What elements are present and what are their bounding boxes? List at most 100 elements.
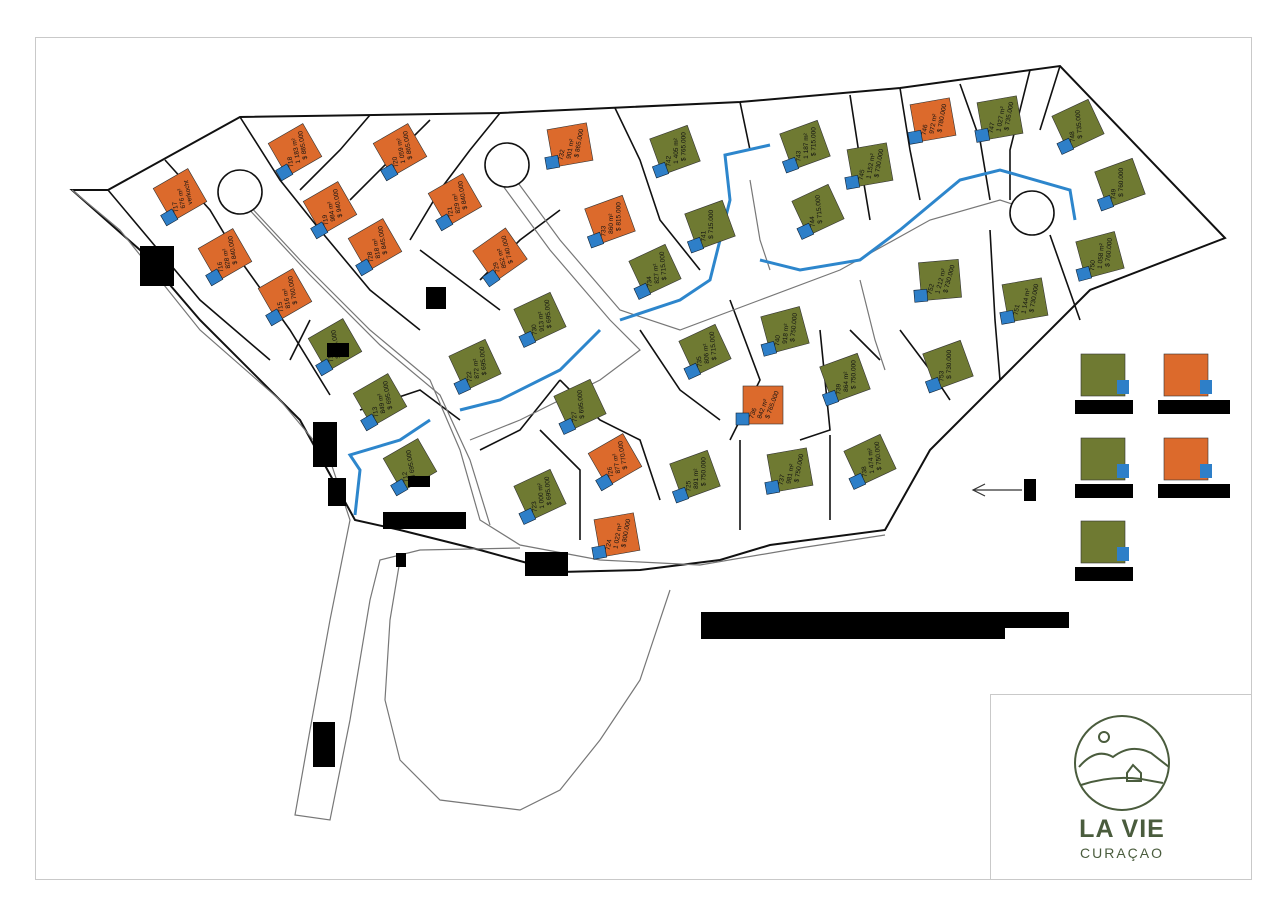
pool-735	[683, 362, 702, 380]
lot-id: 722	[466, 371, 474, 383]
lot-748[interactable]: 748$ 735.000	[1046, 98, 1105, 155]
house-725	[669, 449, 721, 501]
lot-area: 828 m²	[222, 247, 233, 269]
lot-753[interactable]: 753$ 730.000	[916, 339, 974, 394]
pool-727	[558, 417, 577, 435]
house-718	[267, 123, 323, 177]
lot-id: 751	[1013, 304, 1022, 316]
pool-724	[591, 544, 608, 560]
legend-redaction	[1075, 400, 1133, 414]
lot-price: $ 815.000	[615, 202, 622, 231]
pool-728	[355, 258, 374, 277]
cul-de-sac-west	[217, 169, 263, 215]
lot-area: 829 m²	[452, 192, 463, 214]
lot-727[interactable]: 727$ 695.000	[547, 378, 607, 435]
house-717	[152, 168, 208, 222]
pool-729	[482, 269, 501, 288]
arrow-icon	[971, 483, 1022, 497]
legend-redaction	[1075, 484, 1133, 498]
pool-714	[315, 358, 334, 377]
logo-panel: LA VIE CURAÇAO	[990, 694, 1252, 880]
house-728	[347, 218, 403, 272]
house-751	[1001, 277, 1049, 323]
house-734	[628, 243, 682, 297]
pool-718	[275, 163, 294, 182]
lot-id: 715	[276, 301, 285, 313]
lot-area: 891 m²	[693, 468, 700, 489]
lot-price: verkocht	[183, 179, 194, 205]
pool-741	[686, 236, 705, 254]
lot-area: 972 m²	[929, 113, 940, 135]
lot-area: 901 m²	[566, 138, 577, 160]
house-715	[257, 268, 313, 322]
lot-area: 827 m²	[652, 262, 661, 284]
lot-id: 716	[216, 261, 225, 273]
lot-749[interactable]: 749$ 760.000	[1088, 157, 1146, 212]
lot-area: 849 m²	[377, 392, 388, 414]
lot-area: 1 183 m²	[291, 137, 302, 164]
redactions	[140, 246, 1069, 767]
lot-price: $ 845.000	[377, 225, 389, 255]
lot-744[interactable]: 744$ 715.000	[785, 183, 845, 240]
lot-price: $ 760.000	[1104, 237, 1114, 267]
house-746	[909, 97, 957, 143]
lot-area: 816 m²	[282, 287, 293, 309]
pool-752	[913, 288, 929, 303]
pool-732	[544, 154, 561, 170]
lot-area: 860 m²	[608, 213, 615, 234]
lot-price: $ 715.000	[815, 194, 825, 224]
pool-743	[781, 156, 800, 174]
lot-price: $ 750.000	[789, 312, 799, 342]
lot-area: 918 m²	[782, 323, 791, 345]
lot-id: 746	[921, 124, 930, 136]
lot-741[interactable]: 741$ 715.000	[678, 199, 736, 254]
house-747	[976, 95, 1024, 141]
lot-id: 712	[401, 471, 410, 483]
lot-area: 872 m²	[472, 357, 481, 379]
house-719	[302, 181, 358, 235]
lot-area: 1 187 m²	[803, 132, 810, 158]
lot-id: 742	[665, 155, 672, 166]
house-742	[649, 124, 701, 176]
lot-area: 1 144 m²	[1021, 287, 1032, 314]
cul-de-sac-east	[1009, 190, 1055, 236]
lot-area: 1 058 m²	[1097, 242, 1106, 269]
brand-subtitle: CURAÇAO	[1079, 845, 1164, 861]
lot-id: 728	[366, 251, 375, 263]
lot-price: $ 715.000	[708, 210, 715, 239]
